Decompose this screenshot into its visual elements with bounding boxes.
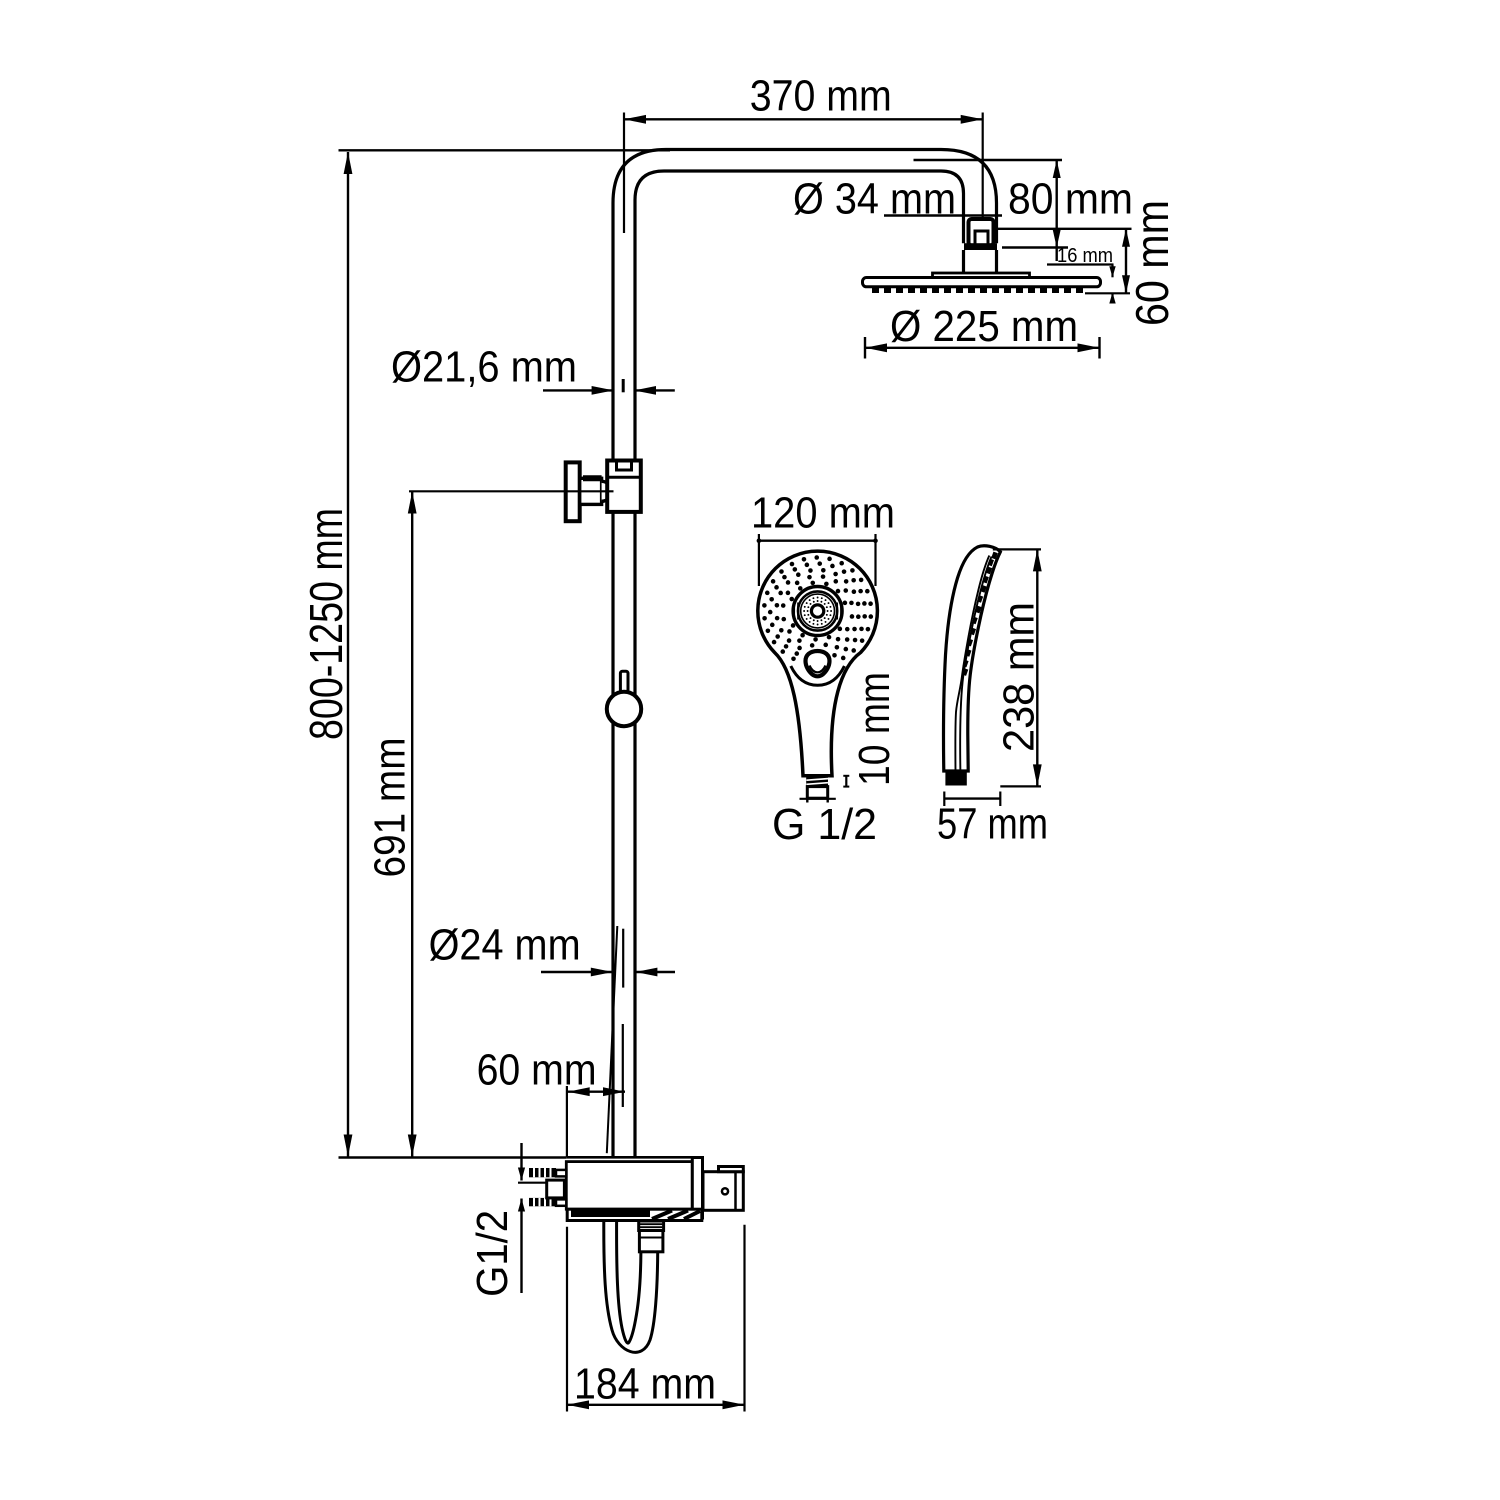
svg-text:800-1250 mm: 800-1250 mm [300,508,352,740]
svg-text:Ø 34 mm: Ø 34 mm [793,175,956,224]
svg-text:Ø21,6 mm: Ø21,6 mm [391,343,577,392]
svg-text:238 mm: 238 mm [995,602,1044,752]
svg-text:Ø 225 mm: Ø 225 mm [890,302,1078,351]
svg-text:10 mm: 10 mm [850,672,899,786]
svg-text:60 mm: 60 mm [477,1046,597,1095]
svg-text:57 mm: 57 mm [937,800,1048,849]
svg-text:80 mm: 80 mm [1008,175,1133,224]
svg-text:120 mm: 120 mm [751,489,895,538]
svg-text:G1/2: G1/2 [468,1210,517,1297]
svg-text:691 mm: 691 mm [366,738,415,878]
svg-text:Ø24 mm: Ø24 mm [429,921,581,970]
svg-text:16 mm: 16 mm [1057,245,1113,267]
svg-text:G 1/2: G 1/2 [772,800,877,849]
svg-text:60 mm: 60 mm [1126,200,1178,326]
svg-text:184 mm: 184 mm [574,1360,716,1409]
svg-text:370 mm: 370 mm [750,72,892,121]
